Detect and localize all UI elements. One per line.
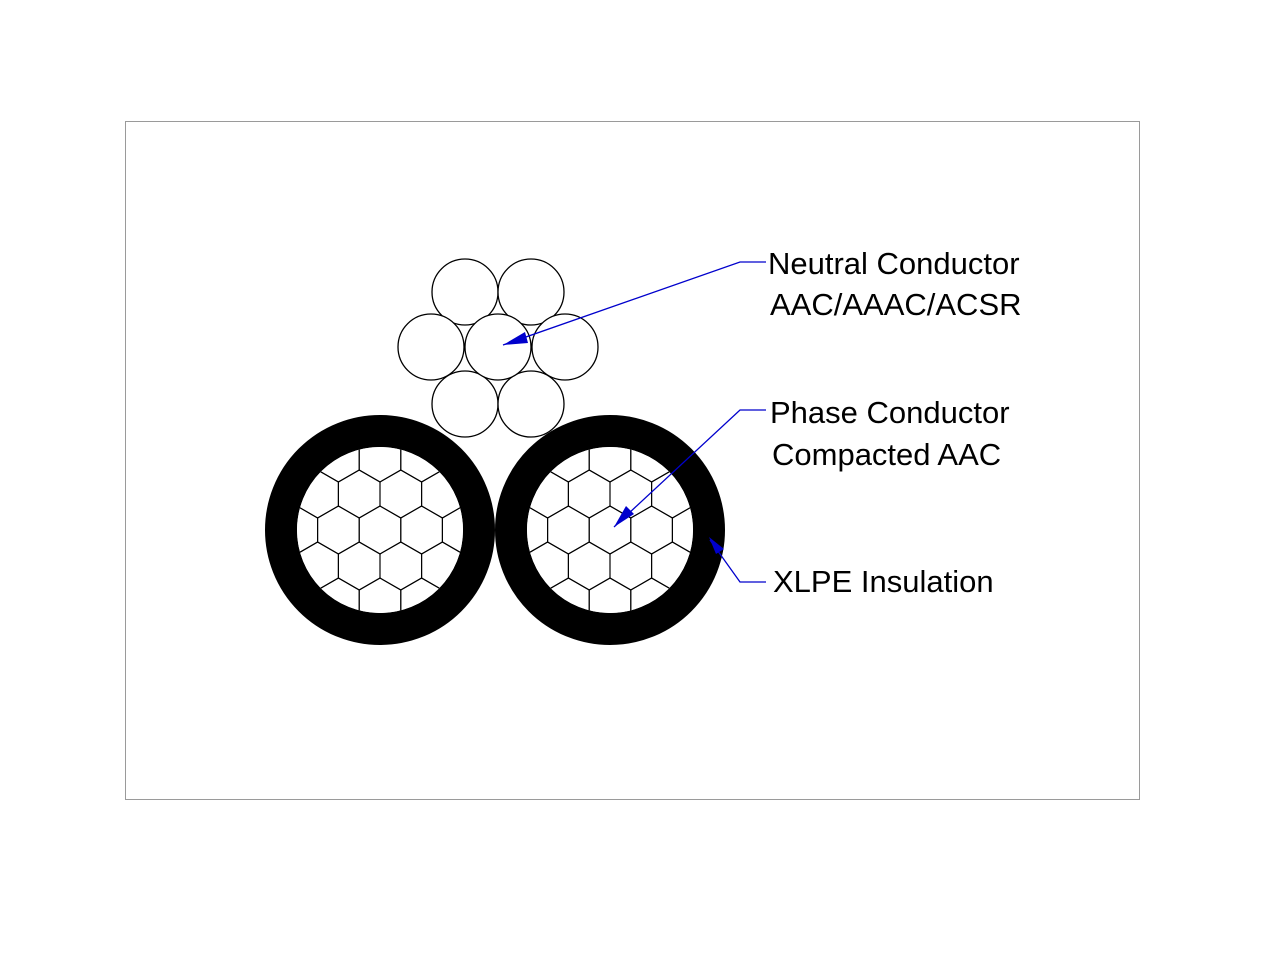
neutral-strand-center xyxy=(464,313,532,381)
phase-leader-line xyxy=(613,409,766,528)
xlpe-insulation-left xyxy=(265,415,495,645)
compacted-strand-hexagon xyxy=(441,505,463,555)
neutral-strand xyxy=(497,258,565,326)
neutral-strand xyxy=(531,313,599,381)
neutral-conductor-label: Neutral Conductor xyxy=(768,246,1020,281)
phase-conductor-left xyxy=(265,415,495,645)
xlpe-insulation-right xyxy=(495,415,725,645)
neutral-leader-line xyxy=(502,261,766,346)
phase-conductor-label: Phase Conductor xyxy=(770,395,1010,430)
neutral-conductor-material-label: AAC/AAAC/ACSR xyxy=(770,287,1022,322)
neutral-strand xyxy=(397,313,465,381)
phase-conductor-material-label: Compacted AAC xyxy=(772,437,1001,472)
neutral-strand xyxy=(497,370,565,438)
compacted-strands-right xyxy=(527,447,693,613)
neutral-conductor xyxy=(397,258,599,438)
insulation-leader-arrowhead xyxy=(709,537,724,554)
leader-lines xyxy=(502,261,766,583)
neutral-leader-arrowhead xyxy=(503,332,528,345)
compacted-strand-hexagon xyxy=(671,505,693,555)
drawing-frame xyxy=(125,121,1140,800)
xlpe-insulation-label: XLPE Insulation xyxy=(773,564,994,599)
insulation-leader-line xyxy=(709,539,766,583)
neutral-strand xyxy=(431,370,499,438)
phase-conductor-right xyxy=(495,415,725,645)
phase-leader-arrowhead xyxy=(614,506,634,527)
